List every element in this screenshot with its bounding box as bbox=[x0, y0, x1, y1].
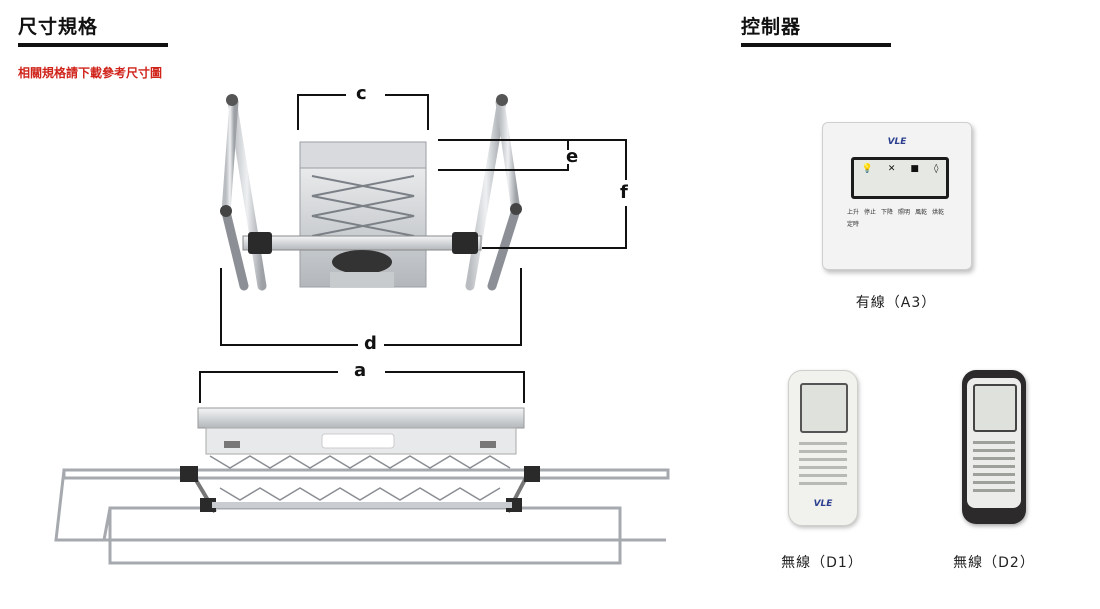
remote-white-buttons bbox=[799, 437, 847, 489]
dim-a-bracket bbox=[199, 371, 525, 403]
wall-panel-brand-logo: VLE bbox=[887, 137, 907, 147]
dim-c-bracket bbox=[297, 94, 429, 130]
dim-d-bracket bbox=[220, 268, 522, 346]
scissor-lift bbox=[311, 175, 415, 237]
remote-black-caption: 無線（D2） bbox=[953, 555, 1035, 571]
remote-white: VLE bbox=[788, 370, 858, 526]
remote-black bbox=[962, 370, 1026, 524]
heat-icon: ■ bbox=[910, 164, 919, 174]
spec-title-underline bbox=[18, 43, 168, 47]
controller-title: 控制器 bbox=[741, 16, 802, 38]
wall-panel-buttons: 上升 停止 下降 照明 風乾 烘乾 定時 bbox=[847, 207, 951, 228]
button-light[interactable]: 照明 bbox=[898, 209, 911, 216]
remote-white-caption: 無線（D1） bbox=[781, 555, 863, 571]
dim-ef-brackets bbox=[438, 139, 627, 249]
remote-black-face bbox=[967, 378, 1021, 508]
remote-white-display bbox=[800, 383, 848, 433]
button-heat-dry[interactable]: 烘乾 bbox=[932, 209, 945, 216]
drying-rails bbox=[54, 468, 670, 565]
dim-label-f: f bbox=[620, 182, 628, 203]
timer-icon: ◊ bbox=[934, 164, 939, 174]
button-down[interactable]: 下降 bbox=[881, 209, 894, 216]
button-up[interactable]: 上升 bbox=[847, 209, 860, 216]
wall-panel-caption: 有線（A3） bbox=[855, 295, 937, 311]
lower-scissor bbox=[209, 455, 511, 501]
button-air-dry[interactable]: 風乾 bbox=[915, 209, 928, 216]
spec-title: 尺寸規格 bbox=[18, 16, 99, 38]
controller-title-underline bbox=[741, 43, 891, 47]
dim-label-c: c bbox=[356, 83, 367, 104]
remote-black-display bbox=[973, 384, 1017, 432]
fan-icon: ✕ bbox=[887, 164, 896, 174]
button-timer[interactable]: 定時 bbox=[847, 221, 860, 228]
button-stop[interactable]: 停止 bbox=[864, 209, 877, 216]
dim-label-a: a bbox=[354, 360, 367, 381]
dim-label-e: e bbox=[566, 146, 579, 167]
spec-note: 相關規格請下載參考尺寸圖 bbox=[18, 66, 163, 80]
bulb-icon: 💡 bbox=[861, 164, 873, 174]
dim-label-d: d bbox=[364, 333, 377, 354]
wall-panel-controller: VLE 💡 ✕ ■ ◊ 上升 停止 下降 照明 風乾 烘乾 定時 bbox=[822, 122, 972, 270]
remote-white-brand-logo: VLE bbox=[813, 499, 833, 509]
remote-black-buttons bbox=[973, 436, 1015, 492]
wall-panel-display: 💡 ✕ ■ ◊ bbox=[851, 157, 949, 199]
